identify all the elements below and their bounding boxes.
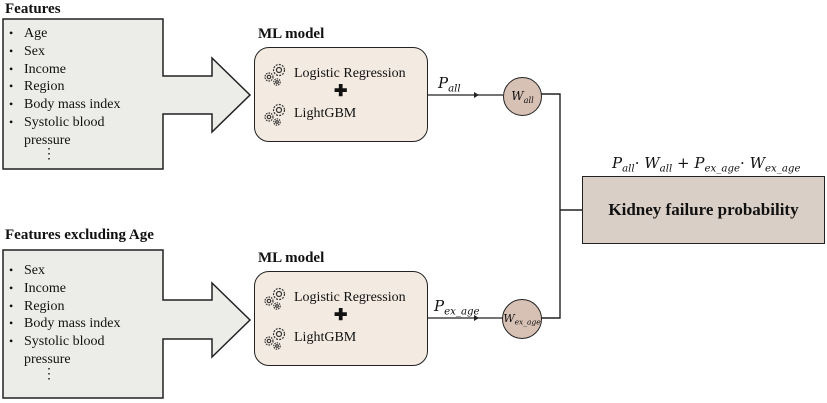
- top-features-title: Features: [5, 1, 61, 17]
- bottom-ml-model-box: [254, 271, 428, 366]
- feature-item-continuation: pressure: [24, 351, 71, 367]
- feature-item: •Region: [9, 79, 65, 95]
- top-weight-node: Wall: [503, 77, 542, 116]
- bullet-icon: •: [9, 334, 14, 349]
- bullet-icon: •: [9, 280, 14, 295]
- merge-bracket: [541, 93, 561, 319]
- top-model-title: ML model: [258, 26, 325, 42]
- bullet-icon: •: [9, 263, 14, 277]
- feature-item: •Body mass index: [9, 97, 121, 113]
- algorithm-logistic-regression: Logistic Regression: [262, 285, 406, 311]
- bottom-model-title: ML model: [258, 250, 325, 266]
- bullet-icon: •: [9, 79, 14, 94]
- kidney-failure-probability-box: Kidney failure probability: [582, 176, 825, 244]
- bullet-icon: •: [9, 298, 14, 313]
- bullet-icon: •: [9, 26, 14, 40]
- bottom-weight-node: Wex_age: [502, 299, 542, 339]
- more-features-ellipsis: ⋮: [42, 147, 56, 162]
- bottom-features-list: •Sex •Income •Region •Body mass index •S…: [5, 262, 120, 369]
- feature-item: •Income: [9, 280, 66, 296]
- feature-item: •Income: [9, 61, 66, 77]
- feature-item: •Sex: [9, 43, 45, 59]
- bullet-icon: •: [9, 43, 14, 58]
- bottom-probability-label: Pex_age: [434, 297, 480, 318]
- bottom-weight-label: Wex_age: [503, 311, 541, 327]
- bullet-icon: •: [9, 61, 14, 76]
- plus-icon: ✚: [334, 83, 348, 100]
- feature-item: •Body mass index: [9, 316, 121, 332]
- feature-item: •Sex: [9, 263, 45, 278]
- bottom-features-title: Features excluding Age: [5, 227, 154, 243]
- top-output-arrowhead: [474, 92, 479, 98]
- gears-icon: [264, 327, 286, 350]
- feature-item: •Age: [9, 26, 48, 41]
- top-features-list: •Age •Sex •Income •Region •Body mass ind…: [5, 25, 120, 150]
- algorithm-logistic-regression: Logistic Regression: [262, 61, 406, 87]
- bottom-output-arrowhead: [474, 315, 479, 321]
- feature-item: •Systolic blood: [9, 114, 105, 130]
- feature-item: •Region: [9, 298, 65, 314]
- gears-icon: [264, 63, 286, 86]
- ensemble-formula: Pall· Wall + Pex_age· Wex_age: [612, 154, 801, 175]
- algorithm-lightgbm: LightGBM: [262, 325, 356, 351]
- top-ml-model-box: [254, 47, 428, 142]
- bullet-icon: •: [9, 316, 14, 331]
- feature-item-continuation: pressure: [24, 132, 71, 148]
- gears-icon: [264, 103, 286, 126]
- gears-icon: [264, 287, 286, 310]
- bottom-features-box-arrow: [2, 249, 252, 399]
- feature-item: •Systolic blood: [9, 334, 105, 350]
- bullet-icon: •: [9, 97, 14, 112]
- top-probability-label: Pall: [438, 74, 461, 95]
- algorithm-lightgbm: LightGBM: [262, 101, 356, 127]
- result-label: Kidney failure probability: [608, 200, 799, 219]
- bullet-icon: •: [9, 114, 14, 129]
- top-weight-label: Wall: [511, 88, 534, 105]
- more-features-ellipsis: ⋮: [42, 367, 56, 382]
- plus-icon: ✚: [334, 307, 348, 324]
